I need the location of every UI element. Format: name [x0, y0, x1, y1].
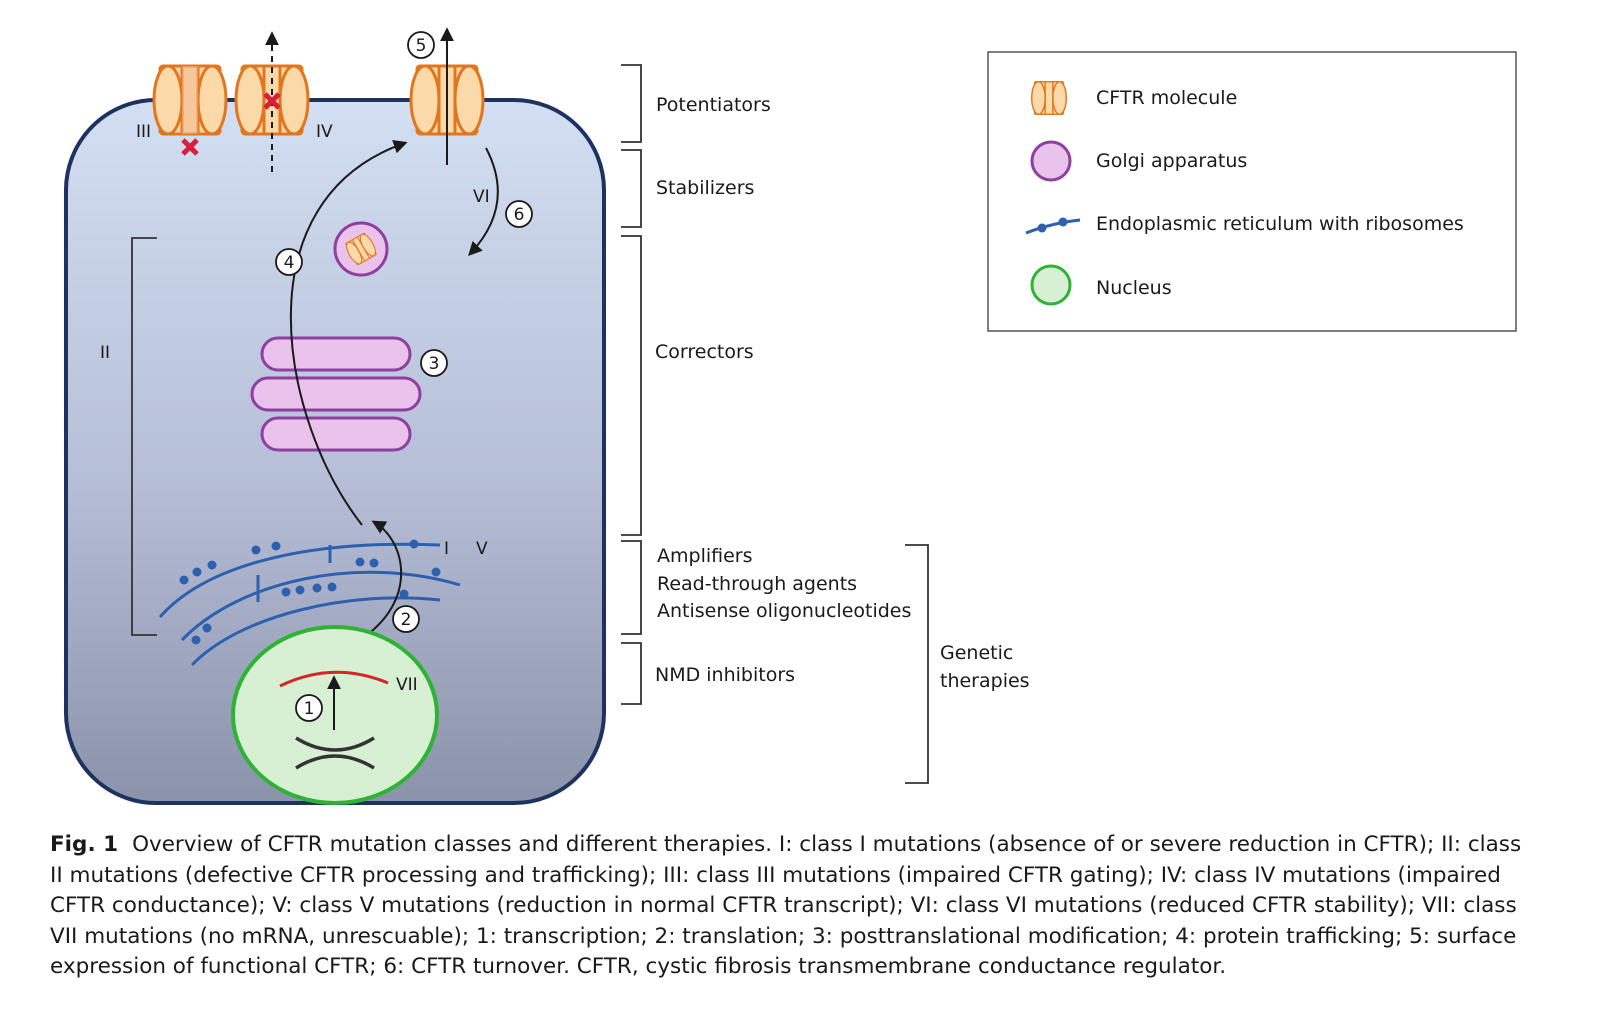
caption-text: Overview of CFTR mutation classes and di…	[50, 832, 1522, 979]
therapy-correctors: Correctors	[655, 341, 754, 363]
legend-label-golgi: Golgi apparatus	[1096, 150, 1247, 172]
turnover-arrow	[468, 147, 499, 257]
label-class-v: V	[476, 539, 488, 559]
figure-label: Fig. 1	[50, 832, 119, 857]
svg-text:1: 1	[304, 699, 315, 719]
mutation-x-class-iv	[263, 92, 281, 110]
legend-label-nucleus: Nucleus	[1096, 277, 1172, 299]
mutation-x-class-iii	[181, 138, 199, 156]
label-class-iii: III	[136, 122, 151, 142]
cftr-diagram: III IV 5 VI 6 II 3 4	[64, 27, 1517, 805]
golgi-apparatus	[250, 336, 422, 452]
therapy-amplifiers: Amplifiers	[657, 545, 753, 567]
cftr-molecule-icon	[1030, 80, 1068, 116]
step-2-marker: 2	[392, 605, 420, 633]
svg-text:5: 5	[416, 36, 427, 56]
label-class-i: I	[444, 539, 449, 559]
therapy-nmd-inhibitors: NMD inhibitors	[655, 664, 795, 686]
label-class-iv: IV	[316, 122, 333, 142]
step-5-marker: 5	[407, 31, 435, 59]
nucleus-icon	[1030, 264, 1072, 306]
therapy-read-through: Read-through agents	[657, 573, 857, 595]
svg-text:6: 6	[514, 205, 525, 225]
trafficking-arrow	[289, 140, 408, 526]
svg-text:4: 4	[284, 253, 295, 273]
dna-chromosome	[295, 736, 375, 770]
legend-box	[987, 51, 1517, 332]
therapy-genetic-line1: Genetic	[940, 642, 1013, 664]
step-1-marker: 1	[295, 694, 323, 722]
label-class-vi: VI	[473, 187, 490, 207]
svg-text:2: 2	[401, 610, 412, 630]
step-4-marker: 4	[275, 248, 303, 276]
svg-text:3: 3	[429, 354, 440, 374]
golgi-apparatus-icon	[1030, 140, 1072, 182]
therapy-potentiators: Potentiators	[656, 94, 771, 116]
legend-label-cftr: CFTR molecule	[1096, 87, 1237, 109]
ribosomes	[179, 539, 441, 645]
legend-label-er: Endoplasmic reticulum with ribosomes	[1096, 213, 1464, 235]
therapy-antisense: Antisense oligonucleotides	[657, 600, 911, 622]
therapy-stabilizers: Stabilizers	[656, 177, 754, 199]
golgi-vesicle	[333, 221, 389, 277]
mrna-class-vii	[279, 670, 389, 688]
cftr-class-iii	[152, 64, 228, 136]
label-class-ii: II	[100, 343, 110, 363]
therapy-genetic-line2: therapies	[940, 670, 1030, 692]
label-class-vii: VII	[396, 675, 418, 695]
therapy-brackets	[621, 64, 929, 784]
er-ribosome-icon	[1025, 217, 1081, 235]
class-ii-bracket	[131, 237, 157, 636]
translation-arrow	[359, 520, 403, 641]
step-3-marker: 3	[420, 349, 448, 377]
step-6-marker: 6	[505, 200, 533, 228]
